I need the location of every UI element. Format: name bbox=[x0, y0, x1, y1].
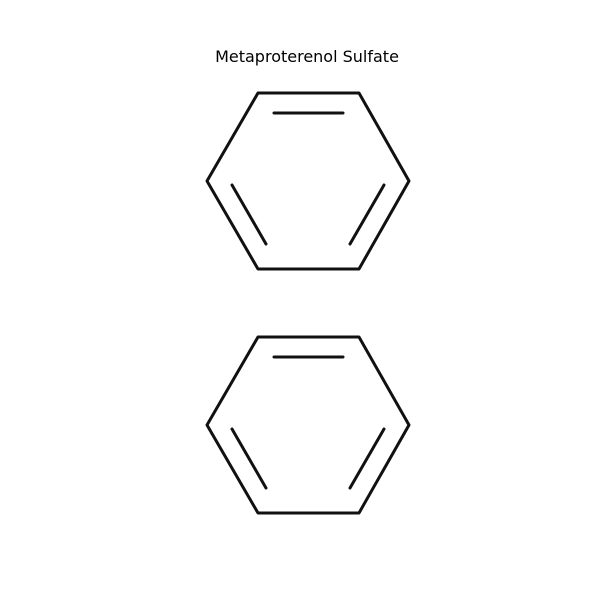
lower-ring-double-bond-right bbox=[348, 427, 386, 490]
lower-ring-outline bbox=[205, 335, 411, 515]
upper-benzene-ring bbox=[205, 91, 411, 271]
lower-ring-double-bond-left bbox=[230, 427, 268, 490]
upper-ring-outline bbox=[205, 91, 411, 271]
upper-ring-double-bond-left bbox=[230, 183, 268, 246]
compound-title: Metaproterenol Sulfate bbox=[215, 47, 399, 66]
lower-benzene-ring bbox=[205, 335, 411, 515]
upper-ring-double-bond-right bbox=[348, 183, 386, 246]
